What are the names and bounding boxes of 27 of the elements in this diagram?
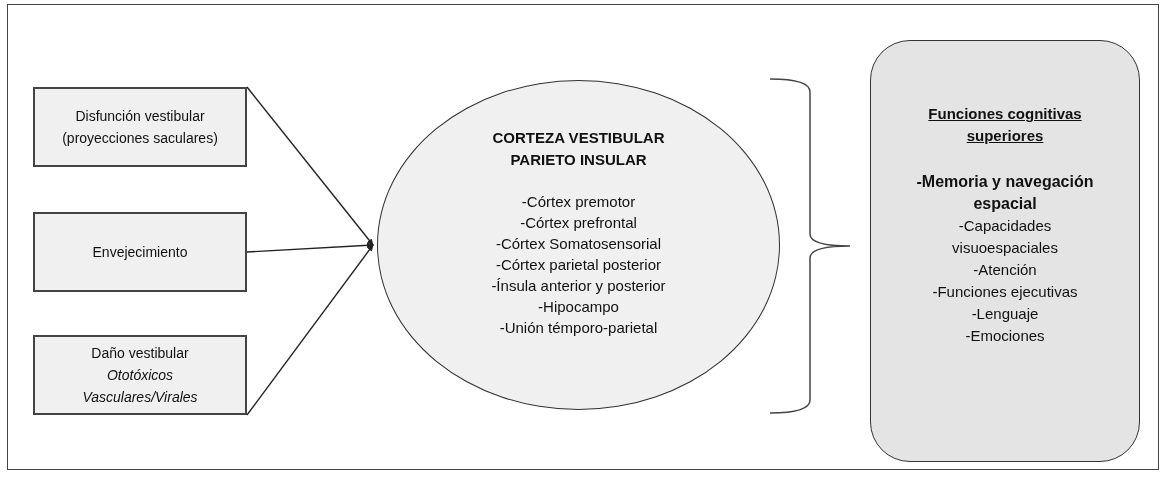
arrow bbox=[246, 242, 374, 253]
node-text: Vasculares/Virales bbox=[82, 388, 198, 407]
list-item: -Córtex parietal posterior bbox=[495, 255, 662, 275]
node-heading: Funciones cognitivas superiores bbox=[927, 104, 1083, 146]
list-item: -Unión témporo-parietal bbox=[499, 318, 658, 338]
arrow bbox=[246, 86, 374, 246]
node-text: Ototóxicos bbox=[106, 366, 174, 385]
arrow bbox=[246, 244, 374, 416]
node-heading: CORTEZA VESTIBULAR PARIETO INSULAR bbox=[491, 128, 666, 170]
process-box bbox=[33, 87, 247, 167]
list-item: -Emociones bbox=[964, 326, 1046, 346]
list-item: -Córtex Somatosensorial bbox=[495, 234, 662, 254]
list-item: -Memoria y navegación espacial bbox=[915, 172, 1095, 214]
process-box bbox=[33, 212, 247, 292]
rounded-panel bbox=[870, 40, 1140, 462]
list-item: -Córtex prefrontal bbox=[520, 213, 637, 233]
list-item: -Ínsula anterior y posterior bbox=[491, 276, 666, 296]
list-item: -Capacidades visuoespaciales bbox=[951, 216, 1059, 258]
node-text: Disfunción vestibular (proyecciones saculares) bbox=[61, 107, 219, 148]
list-item: -Hipocampo bbox=[538, 297, 619, 317]
node-text: Daño vestibular bbox=[91, 344, 189, 363]
list-item: -Córtex premotor bbox=[521, 192, 636, 212]
list-item: -Atención bbox=[972, 260, 1038, 280]
node-text: Envejecimiento bbox=[92, 243, 188, 262]
process-box bbox=[33, 335, 247, 415]
list-item: -Lenguaje bbox=[970, 304, 1040, 324]
list-item: -Funciones ejecutivas bbox=[931, 282, 1079, 302]
